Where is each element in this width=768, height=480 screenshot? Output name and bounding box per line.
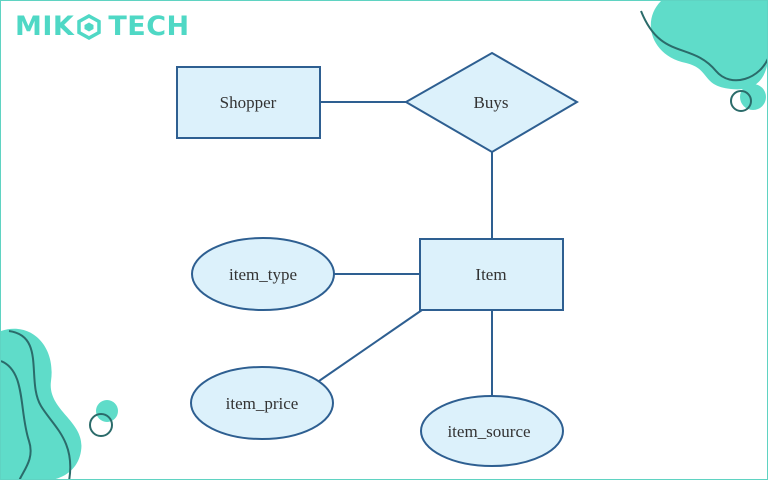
top-right-ring bbox=[730, 90, 752, 112]
bottom-left-swirl bbox=[8, 330, 72, 479]
entity-item-label: Item bbox=[475, 265, 506, 284]
entity-shopper[interactable]: Shopper bbox=[176, 66, 321, 139]
entity-item[interactable]: Item bbox=[419, 238, 564, 311]
attribute-item-source[interactable]: item_source bbox=[420, 395, 564, 467]
brand-logo: MIK TECH bbox=[15, 13, 190, 40]
bottom-left-swirl-2 bbox=[1, 360, 32, 479]
connector-item-price bbox=[318, 309, 423, 382]
attribute-item-type-label: item_type bbox=[229, 265, 297, 284]
top-right-blob bbox=[650, 1, 767, 90]
bottom-left-bubble bbox=[96, 400, 118, 422]
relationship-buys-label: Buys bbox=[474, 93, 509, 112]
bottom-left-blob bbox=[1, 328, 82, 479]
top-right-swirl bbox=[640, 10, 767, 82]
entity-shopper-label: Shopper bbox=[220, 93, 277, 112]
bottom-left-ring bbox=[89, 413, 113, 437]
attribute-item-price-label: item_price bbox=[226, 394, 299, 413]
top-right-bubble bbox=[740, 84, 766, 110]
brand-prefix: MIK bbox=[15, 11, 75, 42]
attribute-item-type[interactable]: item_type bbox=[191, 237, 335, 311]
attribute-item-price[interactable]: item_price bbox=[190, 366, 334, 440]
relationship-buys[interactable]: Buys bbox=[403, 51, 579, 154]
attribute-item-source-label: item_source bbox=[447, 422, 530, 441]
hexagon-logo-icon bbox=[77, 13, 102, 40]
brand-suffix: TECH bbox=[108, 11, 190, 42]
